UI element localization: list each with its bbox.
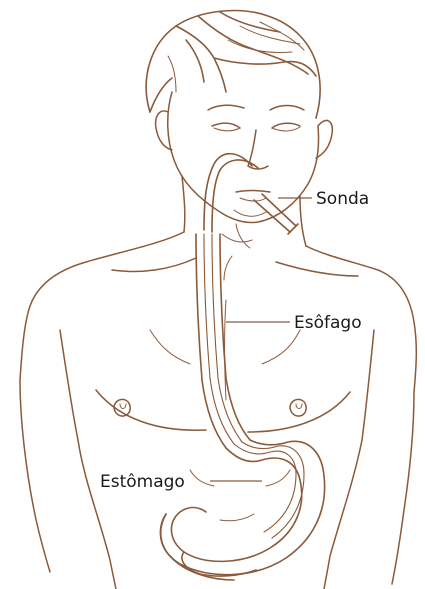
tube-label: Sonda xyxy=(316,189,369,209)
torso xyxy=(20,232,416,589)
hair xyxy=(146,11,320,118)
stomach xyxy=(160,440,324,580)
esophagus-label: Esôfago xyxy=(294,313,362,333)
tube-and-esophagus xyxy=(196,154,258,448)
stomach-label: Estômago xyxy=(100,472,185,492)
head xyxy=(156,92,333,223)
neck xyxy=(182,176,306,248)
